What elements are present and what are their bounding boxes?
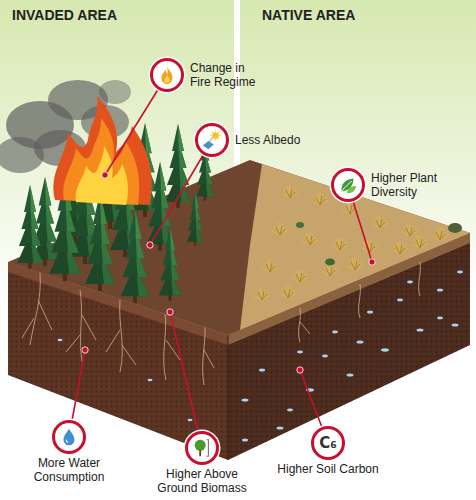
biomass-callout: Higher Above Ground Biomass <box>152 431 252 495</box>
icon-circle <box>150 58 184 92</box>
icon-circle <box>52 420 86 454</box>
block-edge <box>228 335 229 460</box>
callout-label: Higher Soil Carbon <box>263 462 393 476</box>
shrub <box>325 259 335 266</box>
callout-label: Higher Above Ground Biomass <box>152 467 252 495</box>
albedo-callout: Less Albedo <box>195 123 325 157</box>
icon-circle <box>331 168 365 202</box>
icon-text: C₆ <box>319 436 337 451</box>
leaf-icon <box>337 174 359 196</box>
icon-circle: C₆ <box>311 426 345 460</box>
fire-regime-callout: Change in Fire Regime <box>150 58 264 92</box>
leader-line <box>105 75 167 175</box>
icon-circle <box>185 431 219 465</box>
tree-icon <box>191 437 213 459</box>
plant-diversity-callout: Higher Plant Diversity <box>331 168 453 202</box>
shrub <box>448 223 462 233</box>
leader-line <box>150 140 212 245</box>
water-callout: More Water Consumption <box>24 420 114 484</box>
native-grass <box>254 185 462 300</box>
callout-label: Change in Fire Regime <box>190 61 264 89</box>
albedo-icon <box>201 129 223 151</box>
leader-dots <box>82 172 375 373</box>
soil-carbon-callout: C₆ Higher Soil Carbon <box>263 426 393 476</box>
callout-label: Higher Plant Diversity <box>371 171 453 199</box>
drop-icon <box>58 426 80 448</box>
native-grassland <box>240 164 470 330</box>
icon-circle <box>195 123 229 157</box>
panel-heading: INVADED AREA <box>12 7 117 23</box>
fire <box>53 96 151 205</box>
leader-line <box>170 312 202 448</box>
shrub <box>296 222 304 228</box>
fire-icon <box>156 64 178 86</box>
callout-label: More Water Consumption <box>24 456 114 484</box>
leader-lines <box>69 75 372 448</box>
panel-heading: NATIVE AREA <box>262 7 355 23</box>
callout-label: Less Albedo <box>235 133 325 147</box>
